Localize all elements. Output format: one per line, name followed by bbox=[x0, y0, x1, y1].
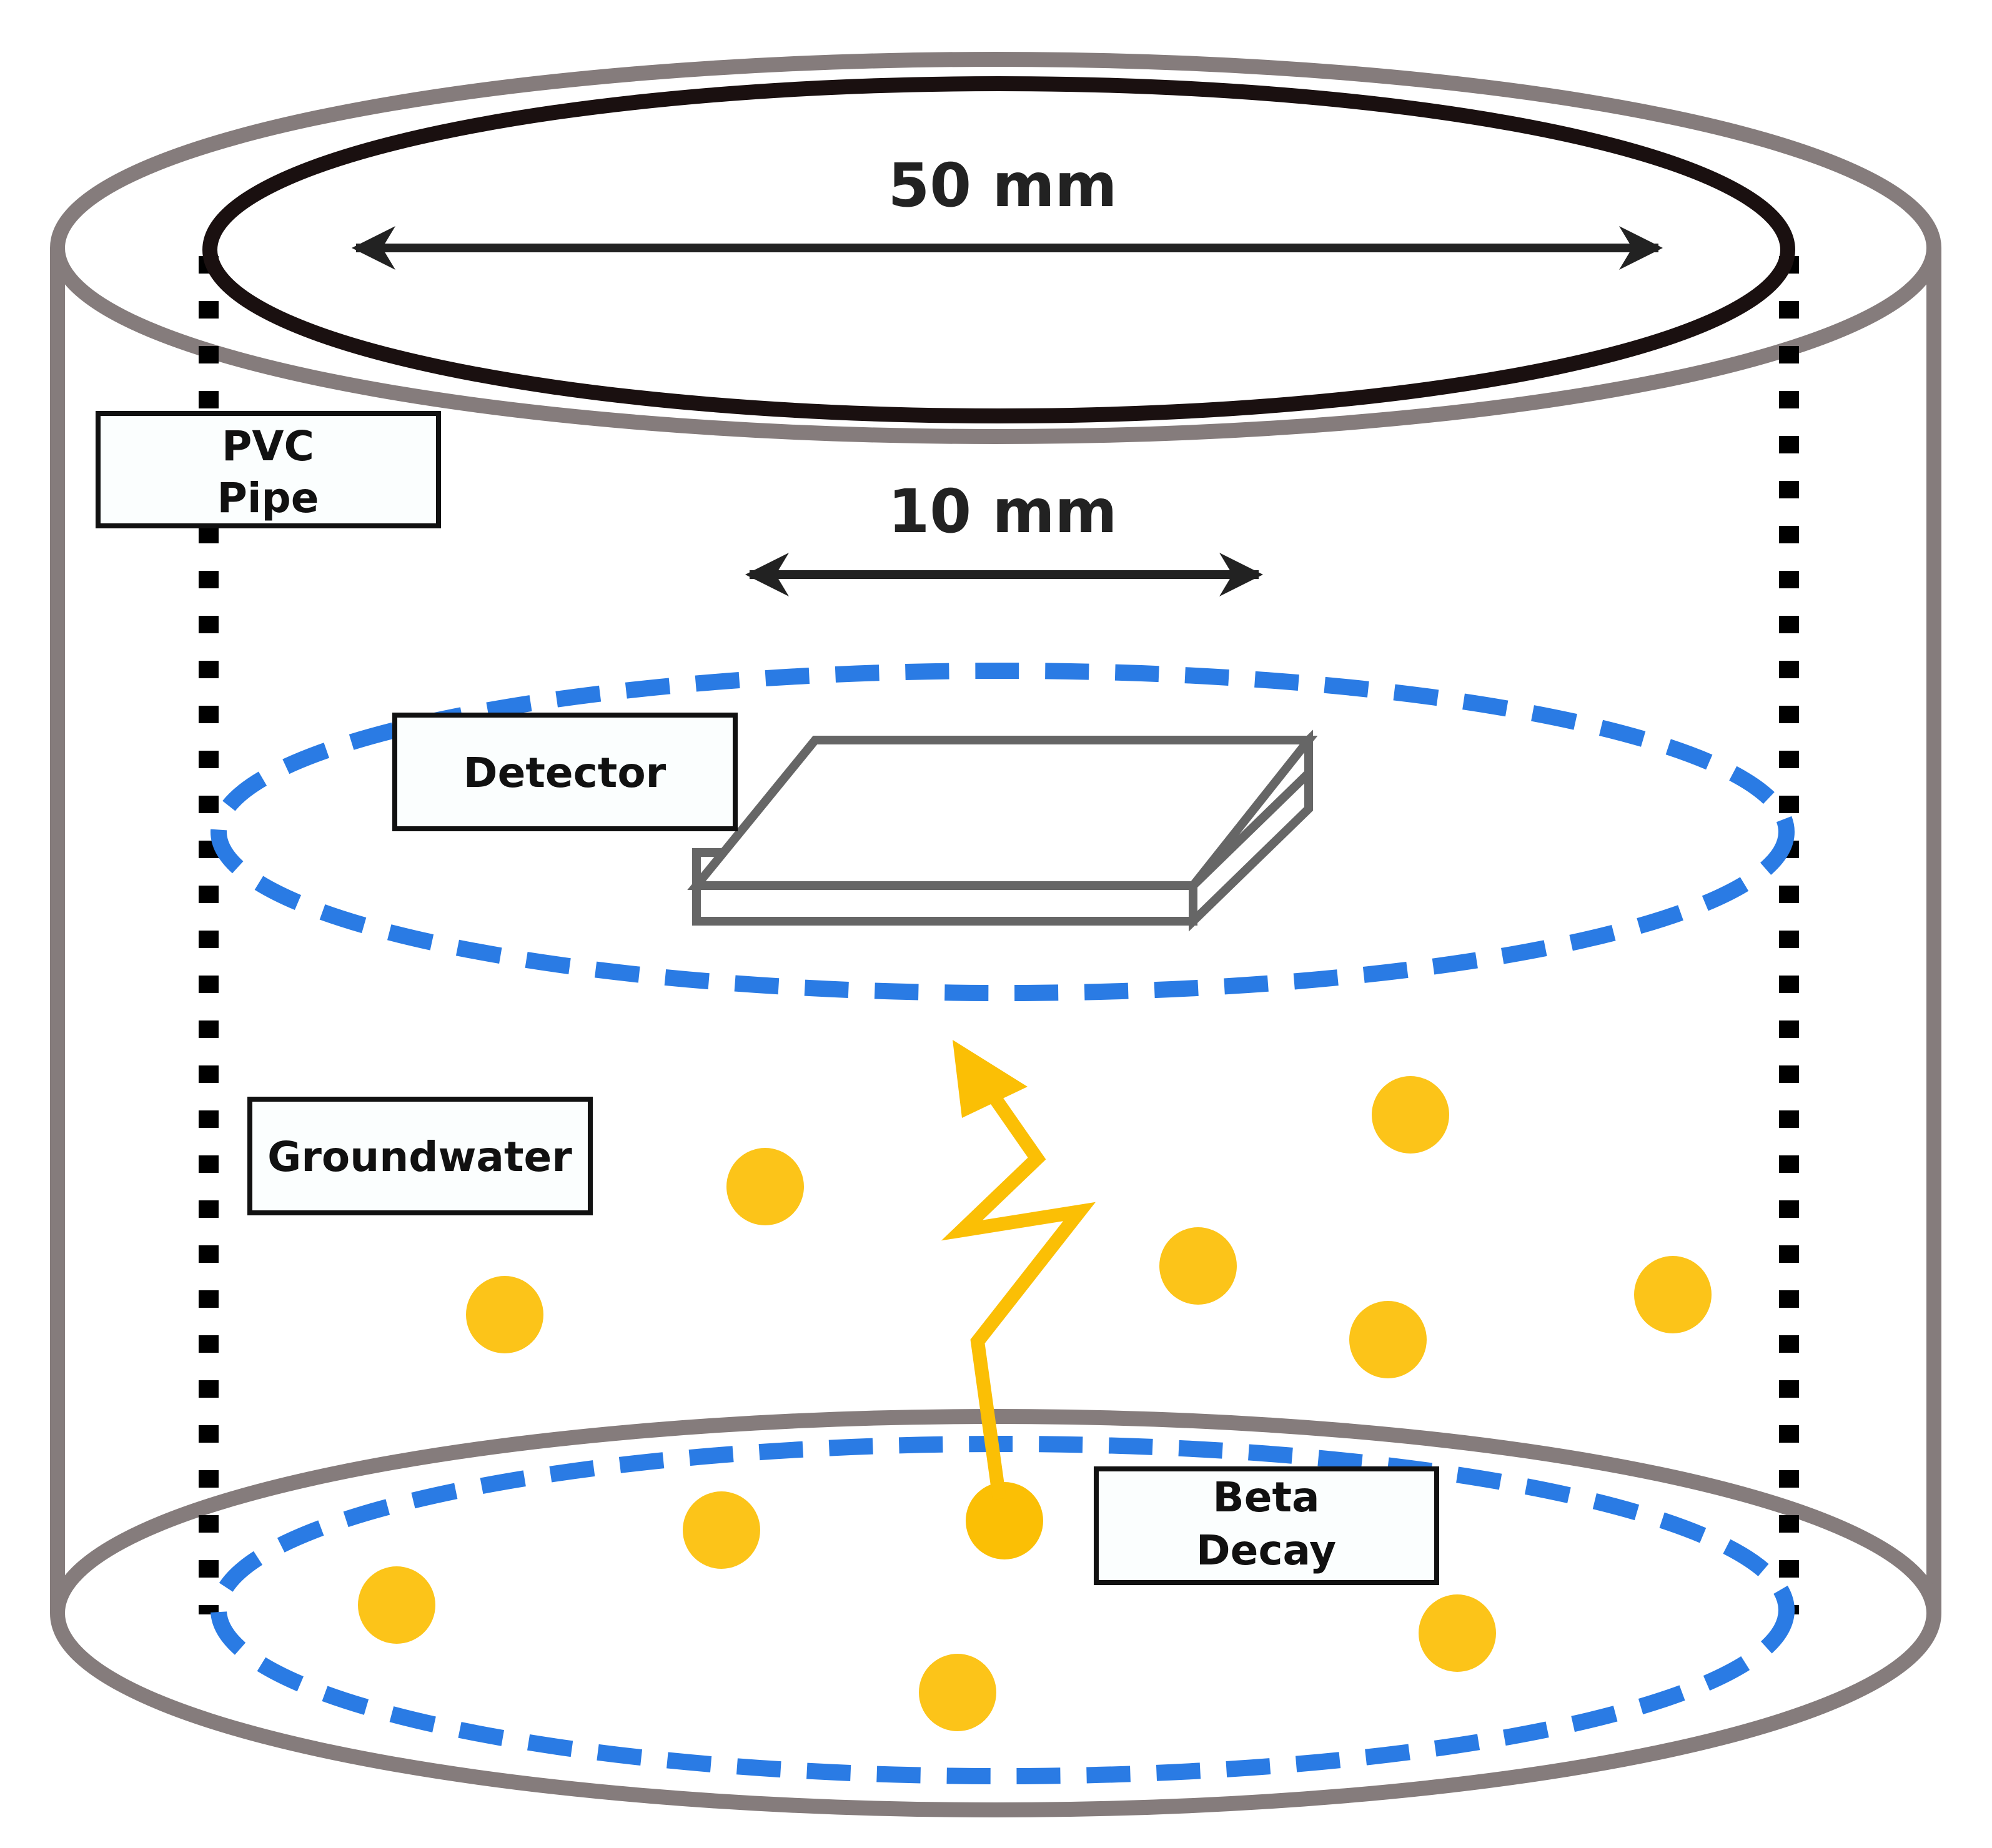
label-groundwater: Groundwater bbox=[247, 1097, 593, 1215]
pvc-pipe-label-line1: PVC bbox=[222, 422, 314, 470]
top-ring bbox=[202, 76, 1795, 423]
detector-label: Detector bbox=[463, 749, 666, 797]
label-detector: Detector bbox=[392, 713, 738, 831]
detector-plate bbox=[687, 729, 1318, 932]
detector-front-face bbox=[692, 881, 1197, 926]
particle bbox=[1419, 1594, 1496, 1672]
particle bbox=[466, 1276, 543, 1353]
pvc-pipe-label-line2: Pipe bbox=[217, 474, 319, 522]
decaying-particle bbox=[966, 1482, 1043, 1559]
groundwater-label: Groundwater bbox=[267, 1133, 572, 1181]
particle bbox=[1634, 1256, 1712, 1333]
detection-region bbox=[211, 663, 1795, 1001]
particle bbox=[919, 1654, 996, 1731]
detector-dimension-label: 10 mm bbox=[888, 477, 1117, 546]
beta-decay-label-line1: Beta bbox=[1212, 1473, 1319, 1521]
label-box bbox=[392, 713, 738, 831]
beta-decay-track bbox=[941, 1082, 1096, 1500]
label-pvc-pipe: PVC Pipe bbox=[96, 411, 441, 528]
particle bbox=[358, 1566, 435, 1644]
particle bbox=[683, 1491, 760, 1569]
detector-right-face bbox=[1189, 763, 1313, 932]
particle bbox=[726, 1148, 804, 1225]
label-box bbox=[247, 1097, 593, 1215]
particle bbox=[1159, 1227, 1237, 1305]
pvc-pipe bbox=[50, 52, 1941, 1817]
label-box bbox=[1094, 1466, 1439, 1585]
particle bbox=[1372, 1076, 1449, 1154]
pipe-bottom-rim bbox=[50, 1409, 1941, 1817]
bottom-water-region bbox=[211, 1436, 1795, 1784]
beta-decay-label-line2: Decay bbox=[1196, 1526, 1336, 1574]
groundwater-particles bbox=[358, 1076, 1712, 1731]
label-box bbox=[96, 411, 441, 528]
particle bbox=[1349, 1301, 1427, 1378]
beta-decay-arrowhead bbox=[953, 1040, 1028, 1118]
label-beta-decay: Beta Decay bbox=[1094, 1466, 1439, 1585]
outer-dimension-label: 50 mm bbox=[888, 151, 1117, 220]
